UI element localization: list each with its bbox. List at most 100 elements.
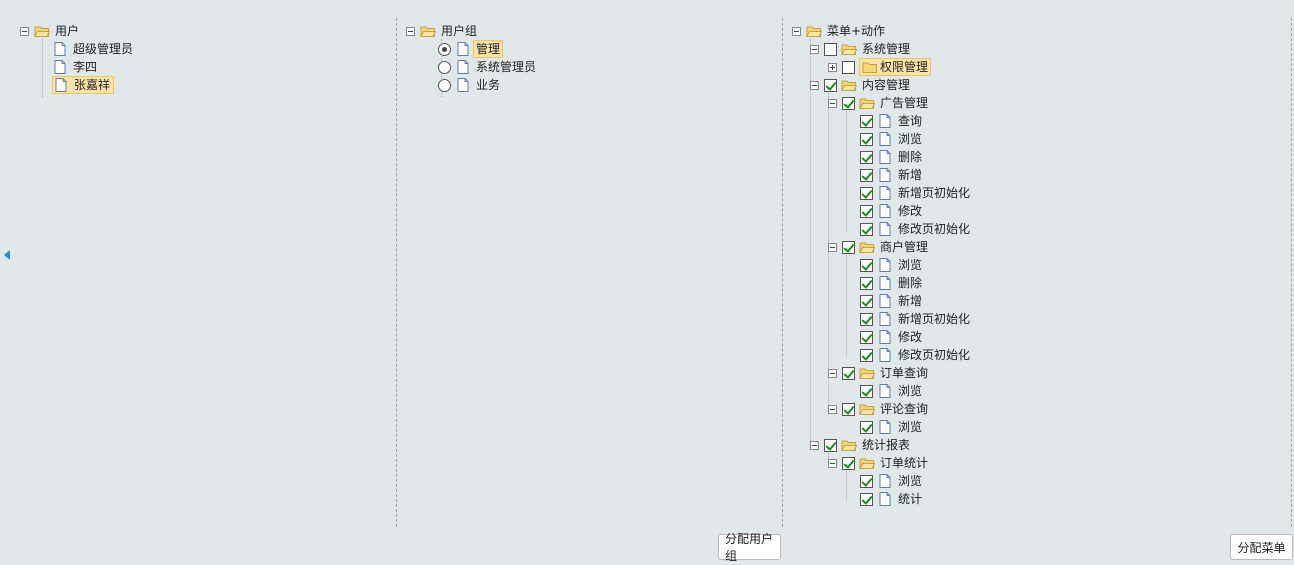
menu-node-system[interactable]: 系统管理 <box>810 40 913 58</box>
collapse-toggle-icon[interactable] <box>792 26 801 36</box>
group-item-manage[interactable]: 管理 <box>438 40 504 58</box>
action-item[interactable]: 修改页初始化 <box>860 220 973 238</box>
action-item[interactable]: 浏览 <box>860 472 925 490</box>
assign-menu-button[interactable]: 分配菜单 <box>1230 534 1293 560</box>
document-icon <box>877 420 893 434</box>
action-label: 新增 <box>898 294 923 308</box>
group-radio[interactable] <box>438 60 451 74</box>
action-checkbox-checked[interactable] <box>860 474 873 488</box>
action-checkbox-checked[interactable] <box>860 348 873 362</box>
action-item[interactable]: 修改 <box>860 202 925 220</box>
collapse-toggle-icon[interactable] <box>20 26 29 36</box>
menu-node-selected: 权限管理 <box>859 58 932 76</box>
action-item[interactable]: 新增页初始化 <box>860 184 973 202</box>
action-item[interactable]: 修改页初始化 <box>860 346 973 364</box>
menu-node-order-query[interactable]: 订单查询 <box>828 364 931 382</box>
menu-checkbox-checked[interactable] <box>842 96 855 110</box>
action-item[interactable]: 统计 <box>860 490 925 508</box>
menu-checkbox[interactable] <box>842 60 855 74</box>
group-tree-root[interactable]: 用户组 <box>406 22 480 40</box>
action-item[interactable]: 查询 <box>860 112 925 130</box>
action-checkbox-checked[interactable] <box>860 204 873 218</box>
menu-node-permissions[interactable]: 权限管理 <box>828 58 932 76</box>
group-item-sysadmin[interactable]: 系统管理员 <box>438 58 539 76</box>
group-item-label: 系统管理员 <box>476 60 537 74</box>
action-item[interactable]: 新增页初始化 <box>860 310 973 328</box>
document-icon <box>877 132 893 146</box>
action-item[interactable]: 删除 <box>860 274 925 292</box>
action-item[interactable]: 修改 <box>860 328 925 346</box>
menu-tree-root-label: 菜单+动作 <box>827 24 886 38</box>
collapse-toggle-icon[interactable] <box>828 458 837 468</box>
action-checkbox-checked[interactable] <box>860 150 873 164</box>
user-item-label: 李四 <box>73 60 98 74</box>
menu-node-content[interactable]: 内容管理 <box>810 76 913 94</box>
tree-guide-line <box>42 39 43 97</box>
folder-open-icon <box>859 240 875 254</box>
action-item[interactable]: 浏览 <box>860 256 925 274</box>
action-label: 修改 <box>898 330 923 344</box>
action-item[interactable]: 删除 <box>860 148 925 166</box>
tree-guide-line <box>846 471 847 501</box>
document-icon <box>877 474 893 488</box>
action-checkbox-checked[interactable] <box>860 258 873 272</box>
user-item-zhangjiaxiang-selected[interactable]: 张嘉祥 <box>52 76 115 94</box>
action-item[interactable]: 新增 <box>860 166 925 184</box>
action-item[interactable]: 浏览 <box>860 418 925 436</box>
collapse-toggle-icon[interactable] <box>406 26 415 36</box>
user-item-lisi[interactable]: 李四 <box>52 58 100 76</box>
menu-checkbox[interactable] <box>824 42 837 56</box>
action-checkbox-checked[interactable] <box>860 384 873 398</box>
menu-node-order-stats[interactable]: 订单统计 <box>828 454 931 472</box>
action-checkbox-checked[interactable] <box>860 492 873 506</box>
collapse-panel-arrow-icon[interactable] <box>4 250 10 260</box>
action-checkbox-checked[interactable] <box>860 222 873 236</box>
action-checkbox-checked[interactable] <box>860 114 873 128</box>
tree-guide-line <box>846 111 847 231</box>
group-item-business[interactable]: 业务 <box>438 76 503 94</box>
menu-tree-root[interactable]: 菜单+动作 <box>792 22 888 40</box>
action-checkbox-checked[interactable] <box>860 420 873 434</box>
action-checkbox-checked[interactable] <box>860 168 873 182</box>
menu-checkbox-checked[interactable] <box>842 240 855 254</box>
action-checkbox-checked[interactable] <box>860 330 873 344</box>
action-label: 新增页初始化 <box>898 186 971 200</box>
collapse-toggle-icon[interactable] <box>810 44 819 54</box>
group-radio[interactable] <box>438 78 451 92</box>
action-checkbox-checked[interactable] <box>860 132 873 146</box>
menu-checkbox-checked[interactable] <box>842 366 855 380</box>
action-label: 浏览 <box>898 474 923 488</box>
menu-checkbox-checked[interactable] <box>824 78 837 92</box>
collapse-toggle-icon[interactable] <box>828 242 837 252</box>
action-checkbox-checked[interactable] <box>860 276 873 290</box>
action-item[interactable]: 浏览 <box>860 382 925 400</box>
group-tree-root-label: 用户组 <box>441 24 478 38</box>
group-radio-selected[interactable] <box>438 42 451 56</box>
document-icon <box>877 492 893 506</box>
menu-node-ads[interactable]: 广告管理 <box>828 94 931 112</box>
menu-node-stats[interactable]: 统计报表 <box>810 436 913 454</box>
collapse-toggle-icon[interactable] <box>810 440 819 450</box>
assign-user-group-button[interactable]: 分配用户组 <box>718 532 781 563</box>
document-icon <box>877 276 893 290</box>
action-item[interactable]: 新增 <box>860 292 925 310</box>
action-checkbox-checked[interactable] <box>860 294 873 308</box>
action-checkbox-checked[interactable] <box>860 186 873 200</box>
user-item-super-admin[interactable]: 超级管理员 <box>52 40 136 58</box>
group-item-label: 业务 <box>476 78 501 92</box>
document-icon <box>52 42 68 56</box>
menu-checkbox-checked[interactable] <box>842 402 855 416</box>
menu-node-merchants[interactable]: 商户管理 <box>828 238 931 256</box>
menu-checkbox-checked[interactable] <box>842 456 855 470</box>
action-item[interactable]: 浏览 <box>860 130 925 148</box>
user-tree-root[interactable]: 用户 <box>20 22 82 40</box>
folder-open-icon <box>859 402 875 416</box>
collapse-toggle-icon[interactable] <box>828 368 837 378</box>
menu-checkbox-checked[interactable] <box>824 438 837 452</box>
collapse-toggle-icon[interactable] <box>810 80 819 90</box>
collapse-toggle-icon[interactable] <box>828 404 837 414</box>
expand-toggle-icon[interactable] <box>828 62 837 72</box>
action-checkbox-checked[interactable] <box>860 312 873 326</box>
menu-node-review-query[interactable]: 评论查询 <box>828 400 931 418</box>
collapse-toggle-icon[interactable] <box>828 98 837 108</box>
